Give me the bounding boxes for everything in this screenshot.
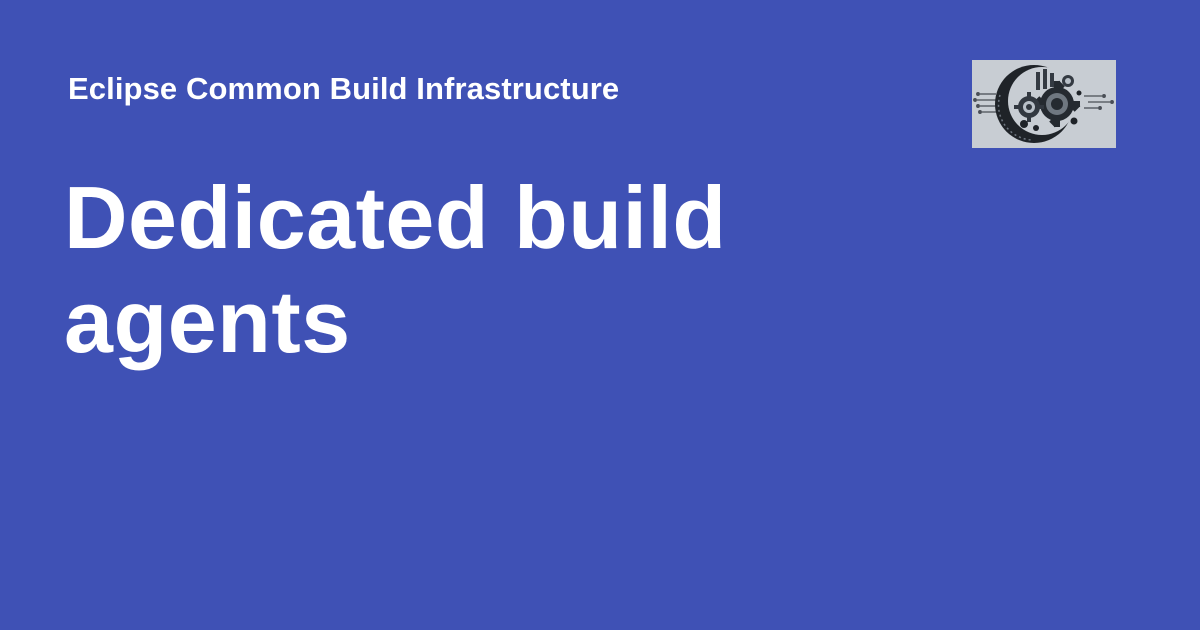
logo-graphic	[972, 60, 1116, 148]
circuit-lines-left	[973, 92, 1000, 114]
test-tubes-icon	[1036, 69, 1054, 90]
tiny-gear-icon	[1062, 75, 1074, 87]
circuit-lines-right	[1084, 94, 1114, 110]
small-gear-icon	[1014, 92, 1044, 122]
site-name: Eclipse Common Build Infrastructure	[68, 71, 620, 106]
page-title: Dedicated build agents	[64, 168, 727, 371]
gears-crescent-logo-icon	[972, 60, 1116, 148]
accent-dots	[1020, 90, 1082, 131]
